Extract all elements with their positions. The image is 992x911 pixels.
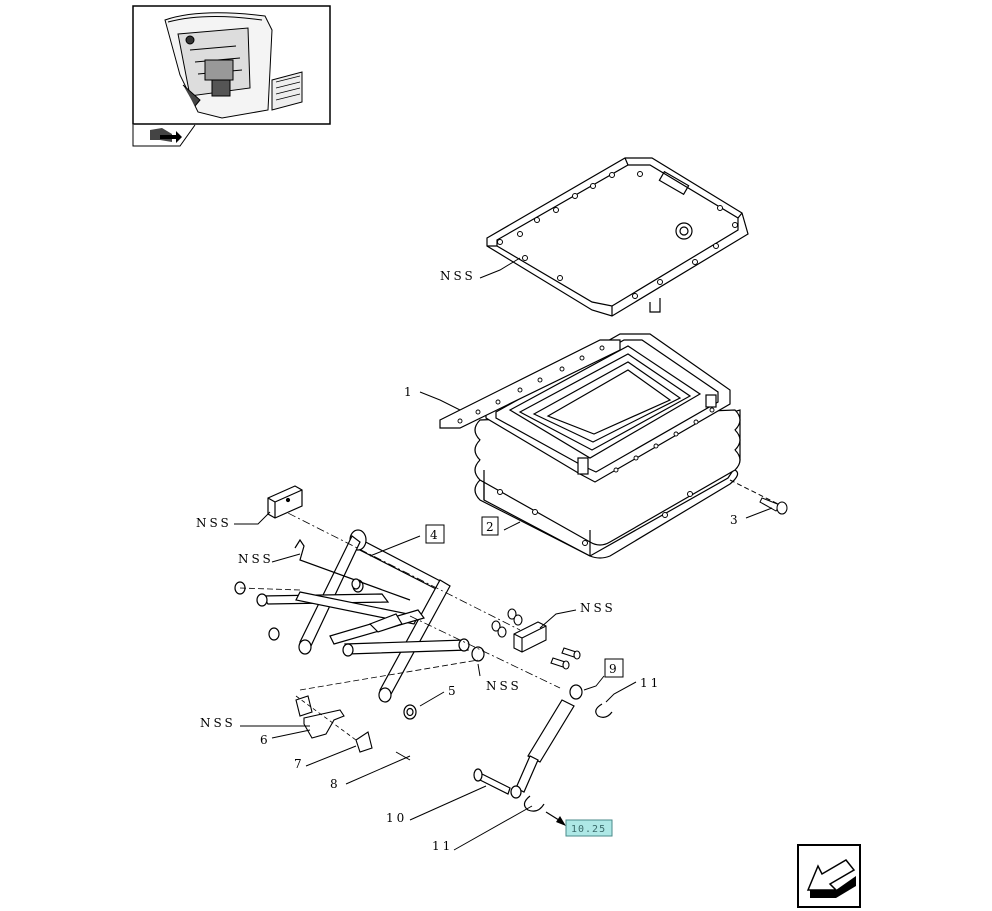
label-part-10: 10 (386, 811, 407, 825)
label-part-8: 8 (330, 777, 341, 791)
box-part-2[interactable]: 2 (481, 516, 499, 536)
label-part-9: 9 (609, 662, 620, 676)
screw-part-3 (729, 479, 788, 515)
label-part-5: 5 (448, 684, 459, 698)
label-part-6: 6 (260, 733, 271, 747)
label-part-1: 1 (404, 385, 415, 399)
label-part-4: 4 (430, 528, 441, 542)
cab-interior-thumbnail-icon (164, 12, 303, 119)
right-bracket-assembly (491, 608, 581, 670)
label-part-11-upper: 11 (640, 676, 661, 690)
box-part-9[interactable]: 9 (604, 658, 624, 678)
label-nss-upper-left: NSS (196, 516, 232, 530)
label-nss-roller: NSS (486, 679, 522, 693)
next-page-arrow-icon (806, 859, 856, 898)
upper-block-bracket (267, 485, 303, 519)
leader-lines (234, 257, 773, 851)
label-nss-top-plate: NSS (440, 269, 476, 283)
label-part-3: 3 (730, 513, 741, 527)
book-arrow-icon (150, 128, 182, 143)
label-nss-bracket: NSS (580, 601, 616, 615)
label-nss-lower: NSS (200, 716, 236, 730)
cab-thumbnail[interactable] (132, 5, 331, 125)
next-page-button[interactable] (797, 844, 861, 908)
label-part-2: 2 (486, 520, 497, 534)
lower-small-parts (295, 695, 411, 761)
gas-spring-part-9 (473, 684, 583, 799)
label-part-7: 7 (294, 757, 305, 771)
box-part-4[interactable]: 4 (425, 524, 445, 544)
reference-link-10-25[interactable]: 10.25 (545, 811, 613, 837)
label-nss-rod: NSS (238, 552, 274, 566)
circlip-lower-part-11 (523, 795, 545, 812)
bellows-cover (439, 333, 741, 559)
circlip-upper-part-11 (595, 703, 613, 718)
reference-tag-label: 10.25 (571, 824, 606, 835)
navigate-tab[interactable] (132, 124, 196, 147)
label-part-11-lower: 11 (432, 839, 453, 853)
scissor-mechanism (234, 505, 561, 720)
seat-top-plate (486, 157, 749, 317)
